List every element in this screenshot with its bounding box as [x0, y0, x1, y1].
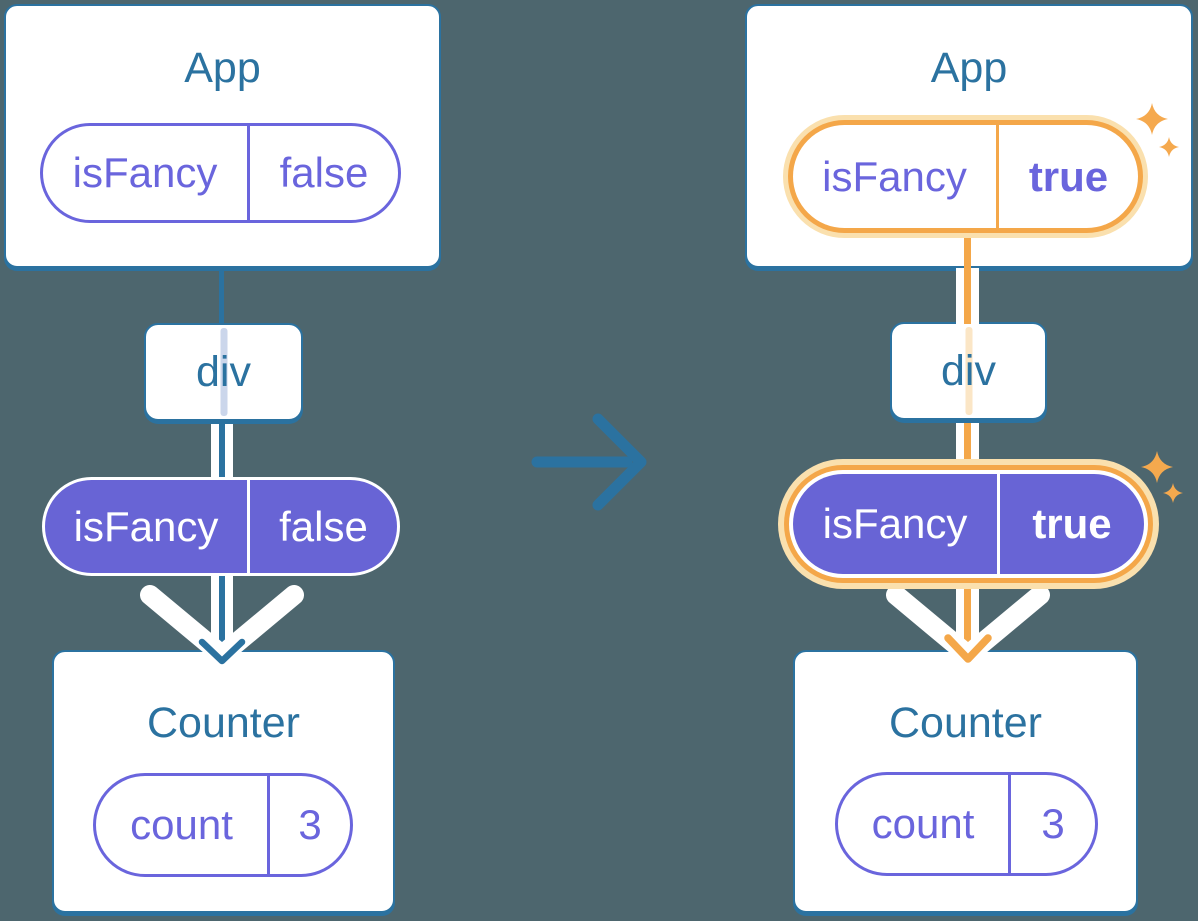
- sparkle-icon: [1136, 103, 1179, 157]
- white-chevron-arrowhead-icon: [140, 585, 304, 665]
- arrow-down-icon: [198, 638, 246, 665]
- prop-key: isFancy: [793, 125, 999, 228]
- counter-state-pill: count 3: [93, 773, 353, 877]
- transition-right-arrow-icon: [531, 413, 647, 511]
- orange-ring: isFancy true: [784, 465, 1153, 583]
- prop-value: true: [1028, 152, 1109, 200]
- state-value: 3: [298, 801, 322, 848]
- div-label: div: [941, 346, 996, 395]
- prop-value: true: [1032, 500, 1112, 547]
- arrow-down-icon: [944, 634, 992, 663]
- passed-prop-pill: isFancy false: [42, 477, 400, 576]
- prop-value: false: [279, 502, 368, 550]
- arrow-stem: [211, 574, 233, 646]
- arrow-stem: [956, 576, 979, 642]
- prop-value: false: [279, 149, 369, 196]
- sparkle-icon: [1141, 451, 1183, 503]
- prop-pass-through-line: [220, 328, 227, 416]
- div-label: div: [196, 347, 251, 396]
- prop-pass-through-line: [965, 327, 972, 415]
- highlight-ring: isFancy true: [778, 459, 1159, 589]
- white-ring: isFancy true: [789, 470, 1148, 578]
- app-prop-pill: isFancy false: [40, 123, 401, 223]
- div-card: div: [144, 323, 303, 421]
- state-key: count: [838, 775, 1011, 873]
- app-prop-pill: isFancy true: [793, 125, 1138, 228]
- counter-state-pill: count 3: [835, 772, 1098, 876]
- connector-app-to-div: [219, 266, 224, 326]
- connector-app-to-div: [956, 268, 979, 324]
- highlighted-prop-line: [964, 236, 971, 276]
- prop-key: isFancy: [43, 126, 250, 220]
- counter-title: Counter: [889, 699, 1042, 747]
- prop-key: isFancy: [793, 474, 1000, 574]
- highlighted-prop-line: [964, 576, 971, 644]
- counter-title: Counter: [147, 699, 300, 747]
- orange-ring: isFancy true: [788, 120, 1143, 233]
- app-title: App: [184, 44, 261, 92]
- passed-prop-pill: isFancy true: [793, 474, 1144, 574]
- state-key: count: [96, 776, 270, 874]
- prop-key: isFancy: [45, 480, 250, 573]
- div-card: div: [890, 322, 1047, 420]
- highlight-ring: isFancy true: [783, 115, 1148, 238]
- connector-div-to-prop: [211, 416, 233, 479]
- state-value: 3: [1041, 800, 1065, 847]
- connector-div-to-prop: [956, 416, 979, 466]
- app-title: App: [930, 44, 1008, 92]
